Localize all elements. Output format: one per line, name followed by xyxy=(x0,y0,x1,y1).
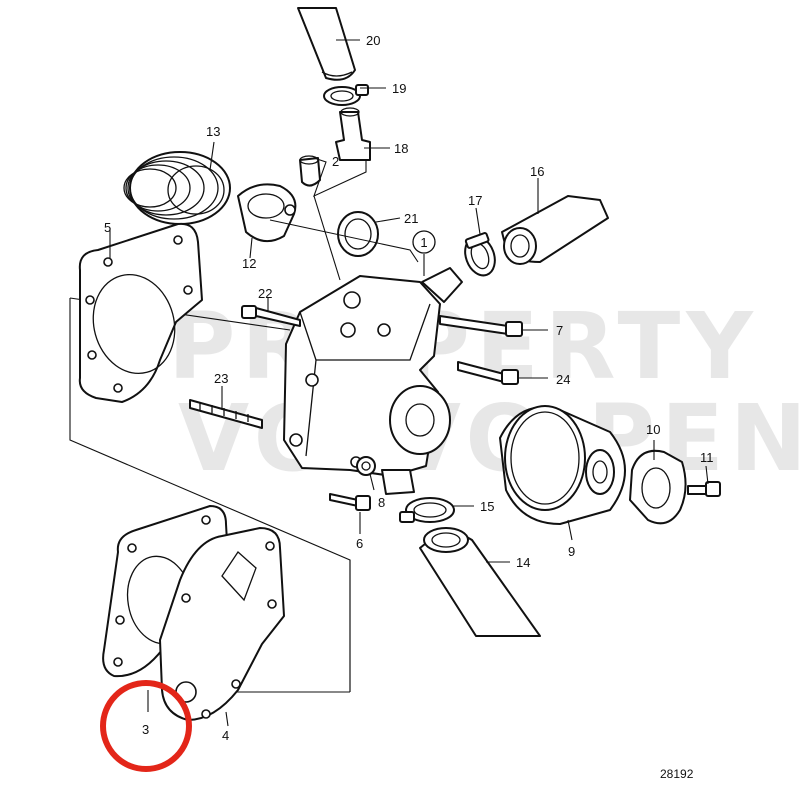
part-16-hose xyxy=(501,195,609,265)
leader-lines xyxy=(109,39,709,727)
callout-8: 8 xyxy=(378,495,385,510)
part-7-bolt xyxy=(439,315,523,337)
part-6-bolt xyxy=(329,493,371,511)
part-21-o-ring xyxy=(337,211,379,257)
callout-18: 18 xyxy=(394,141,408,156)
watermark-line-2: VOLVO PENTA xyxy=(178,385,800,492)
part-10-washer xyxy=(629,449,687,525)
part-20-hose xyxy=(297,7,356,81)
part-19-hose-clamp xyxy=(323,84,369,106)
callout-7: 7 xyxy=(556,323,563,338)
watermark: PROPERTY OF VOLVO PENTA xyxy=(168,293,800,492)
callout-22: 22 xyxy=(258,286,272,301)
callout-circle-1 xyxy=(412,230,436,254)
part-14-hose xyxy=(419,527,541,637)
callout-4: 4 xyxy=(222,728,229,743)
part-12-thermostat xyxy=(237,183,297,243)
callout-17: 17 xyxy=(468,193,482,208)
callout-21: 21 xyxy=(404,211,418,226)
part-2-plug xyxy=(299,155,321,187)
callout-3: 3 xyxy=(142,722,149,737)
drawing-number: 28192 xyxy=(660,767,694,781)
callout-6: 6 xyxy=(356,536,363,551)
callout-12: 12 xyxy=(242,256,256,271)
part-1-pump-housing xyxy=(283,267,463,495)
callout-2: 2 xyxy=(332,154,339,169)
part-13-thermostat-spring xyxy=(123,151,231,225)
callout-9: 9 xyxy=(568,544,575,559)
callout-1: 1 xyxy=(420,235,427,250)
part-17-hose-clamp xyxy=(464,232,496,277)
callout-11: 11 xyxy=(700,450,714,465)
part-8-plug xyxy=(356,456,376,476)
callout-23: 23 xyxy=(214,371,228,386)
part-9-pulley xyxy=(499,405,626,525)
part-5-gasket xyxy=(78,222,203,403)
callout-5: 5 xyxy=(104,220,111,235)
part-18-hose-nipple xyxy=(335,107,371,161)
callout-20: 20 xyxy=(366,33,380,48)
callout-24: 24 xyxy=(556,372,570,387)
part-24-bolt xyxy=(457,361,519,385)
part-4-cover-plate xyxy=(159,527,285,721)
part-15-hose-clamp xyxy=(399,497,455,523)
callout-15: 15 xyxy=(480,499,494,514)
highlight-circle-part-3 xyxy=(100,680,192,772)
callout-13: 13 xyxy=(206,124,220,139)
part-22-bolt xyxy=(241,305,301,327)
callout-19: 19 xyxy=(392,81,406,96)
callout-16: 16 xyxy=(530,164,544,179)
part-11-bolt xyxy=(687,481,721,497)
callout-10: 10 xyxy=(646,422,660,437)
callout-14: 14 xyxy=(516,555,530,570)
watermark-line-1: PROPERTY OF xyxy=(168,293,800,400)
part-23-stud xyxy=(189,399,263,429)
callout-labels: 1 2 3 4 5 6 7 8 9 10 11 12 13 14 15 16 1… xyxy=(104,33,714,743)
